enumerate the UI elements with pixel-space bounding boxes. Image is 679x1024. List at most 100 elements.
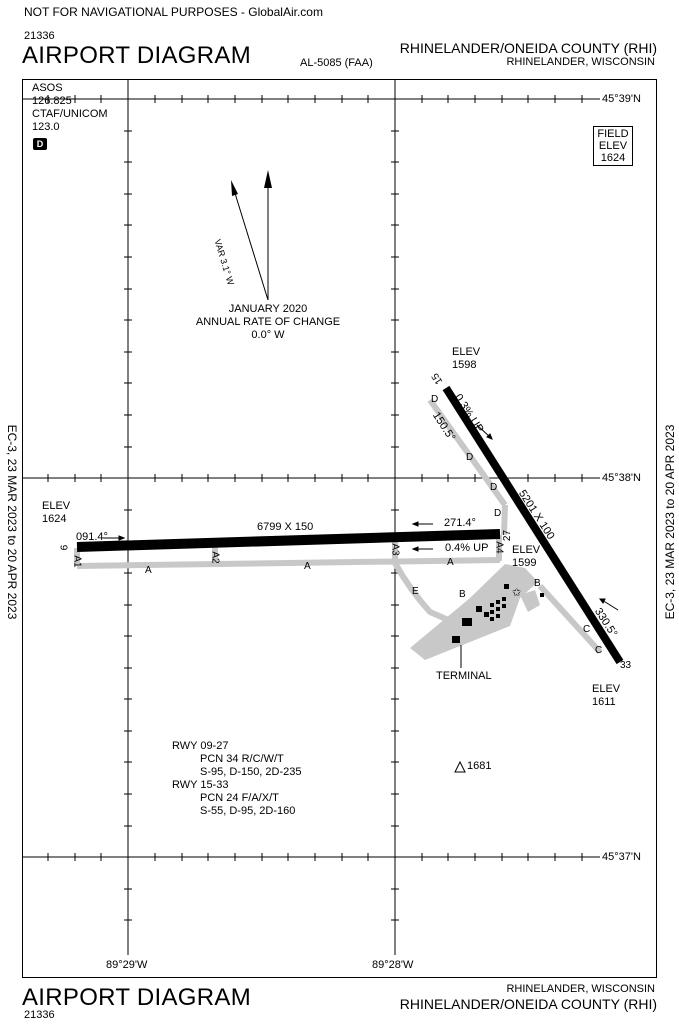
taxiway-label-D-4: D [431, 394, 439, 405]
taxiway-label-A2: A2 [209, 551, 221, 564]
taxiway-label-A-3: A [447, 557, 454, 568]
heading-arrows [103, 424, 619, 611]
lat-label-39: 45°39'N [602, 93, 641, 105]
rwy33-elev-value: 1611 [592, 696, 616, 708]
hangar-7 [490, 617, 494, 621]
terminal-building [462, 618, 472, 626]
taxiway-label-A-1: A [145, 565, 152, 576]
document-number: 21336 [24, 30, 55, 42]
hangar-4 [490, 610, 494, 614]
rwy15-elev-label: ELEV [452, 346, 481, 358]
rwy33-end-label: 33 [620, 660, 632, 671]
magnetic-north-arrowhead [231, 180, 238, 196]
taxiway-label-B-2: B [534, 578, 541, 589]
variation-date: JANUARY 2020 [228, 303, 308, 315]
hangar-5 [496, 607, 500, 611]
lat-label-38: 45°38'N [602, 472, 641, 484]
pcn-rwy1-label: RWY 09-27 [172, 740, 229, 752]
taxiway-D [427, 398, 508, 507]
lon-label-29: 89°29'W [106, 959, 148, 971]
taxiways [74, 398, 603, 655]
diagram-title: AIRPORT DIAGRAM [22, 42, 251, 69]
rwy27-elevation: ELEV 1599 [512, 544, 540, 570]
asos-label: ASOS [32, 82, 63, 94]
lon-label-28: 89°28'W [372, 959, 414, 971]
frequency-block: ASOS 126.825 CTAF/UNICOM 123.0 [32, 82, 108, 134]
pcn-rwy1-pcn: PCN 34 R/C/W/T [200, 753, 284, 765]
footer-airport-name: RHINELANDER/ONEIDA COUNTY (RHI) [399, 996, 657, 1012]
rwy15-elev-value: 1598 [452, 359, 477, 371]
hangar-3 [502, 597, 506, 601]
building-3 [484, 612, 489, 617]
annual-change-block: JANUARY 2020 ANNUAL RATE OF CHANGE 0.0° … [178, 303, 358, 342]
variation-rate-label: ANNUAL RATE OF CHANGE [195, 316, 341, 328]
pcn-rwy2-pcn: PCN 24 F/A/X/T [200, 792, 279, 804]
taxiway-label-E: E [412, 586, 419, 597]
buildings [452, 584, 544, 643]
beacon-icon: ✩ [512, 586, 521, 599]
taxiway-label-D-2: D [490, 482, 498, 493]
disclaimer-banner: NOT FOR NAVIGATIONAL PURPOSES - GlobalAi… [24, 5, 323, 19]
rwy27-elev-label: ELEV [512, 544, 541, 556]
rwy9-heading: 091.4° [76, 531, 108, 543]
graticule [22, 79, 600, 955]
taxiway-E [392, 561, 462, 628]
pcn-rwy2-label: RWY 15-33 [172, 779, 229, 791]
field-elev-line2: ELEV [598, 140, 628, 152]
pcn-rwy1-weights: S-95, D-150, 2D-235 [200, 766, 302, 778]
field-elevation-box: FIELD ELEV 1624 [593, 126, 633, 166]
rwy9-end-label: 9 [57, 544, 69, 551]
building-4 [504, 584, 509, 589]
rwy9-elevation: ELEV 1624 [42, 500, 70, 526]
rwy9-27-slope: 0.4% UP [445, 542, 489, 554]
hangar-2 [496, 600, 500, 604]
footer-doc-number: 21336 [24, 1009, 55, 1021]
obstacle-elevation: 1681 [467, 760, 492, 772]
chart-id: AL-5085 (FAA) [300, 57, 373, 69]
north-arrows [231, 170, 272, 301]
obstacle-icon [454, 760, 466, 773]
rwy33-elev-label: ELEV [592, 683, 621, 695]
diagram-frame [22, 79, 657, 978]
pcn-block: RWY 09-27 PCN 34 R/C/W/T S-95, D-150, 2D… [172, 740, 302, 818]
taxiway-label-A3: A3 [389, 543, 401, 556]
airport-name: RHINELANDER/ONEIDA COUNTY (RHI) [399, 40, 657, 56]
taxiway-label-A-2: A [304, 561, 311, 572]
asos-frequency: 126.825 [32, 95, 72, 107]
runway-9-27 [76, 529, 501, 552]
rwy9-elev-label: ELEV [42, 500, 71, 512]
terminal-label: TERMINAL [436, 670, 492, 682]
variation-rate-value: 0.0° W [251, 329, 285, 341]
field-elev-value: 1624 [600, 152, 626, 164]
taxiway-D-link [501, 504, 508, 536]
d-atis-badge: D [33, 138, 47, 150]
rwy9-27-dimensions: 6799 X 150 [257, 521, 314, 533]
footer-location: RHINELANDER, WISCONSIN [506, 983, 655, 995]
pcn-rwy2-weights: S-55, D-95, 2D-160 [200, 805, 296, 817]
rwy15-elevation: ELEV 1598 [452, 346, 480, 372]
taxiway-C [537, 583, 603, 655]
runway-15-33 [442, 385, 624, 665]
taxiway-A [76, 557, 501, 569]
taxiway-label-C-1: C [583, 624, 591, 635]
ctaf-frequency: 123.0 [32, 121, 60, 133]
apron-east [520, 590, 540, 612]
rwy9-elev-value: 1624 [42, 513, 67, 525]
footer-title: AIRPORT DIAGRAM [22, 984, 251, 1011]
building-1 [452, 636, 460, 643]
taxiway-label-D-3: D [494, 508, 502, 519]
location-label: RHINELANDER, WISCONSIN [506, 56, 655, 68]
rwy33-elevation: ELEV 1611 [592, 683, 620, 709]
taxiway-label-A1: A1 [71, 555, 83, 568]
building-2 [476, 606, 482, 612]
hangar-1 [490, 603, 494, 607]
field-elev-line1: FIELD [597, 128, 629, 140]
tick-marks [47, 95, 583, 921]
lat-label-37: 45°37'N [602, 851, 641, 863]
rwy27-heading: 271.4° [444, 517, 476, 529]
taxiway-label-D-1: D [466, 452, 474, 463]
rwy27-end-label: 27 [502, 529, 514, 542]
rwy27-elev-value: 1599 [512, 557, 537, 569]
building-5 [540, 593, 544, 597]
